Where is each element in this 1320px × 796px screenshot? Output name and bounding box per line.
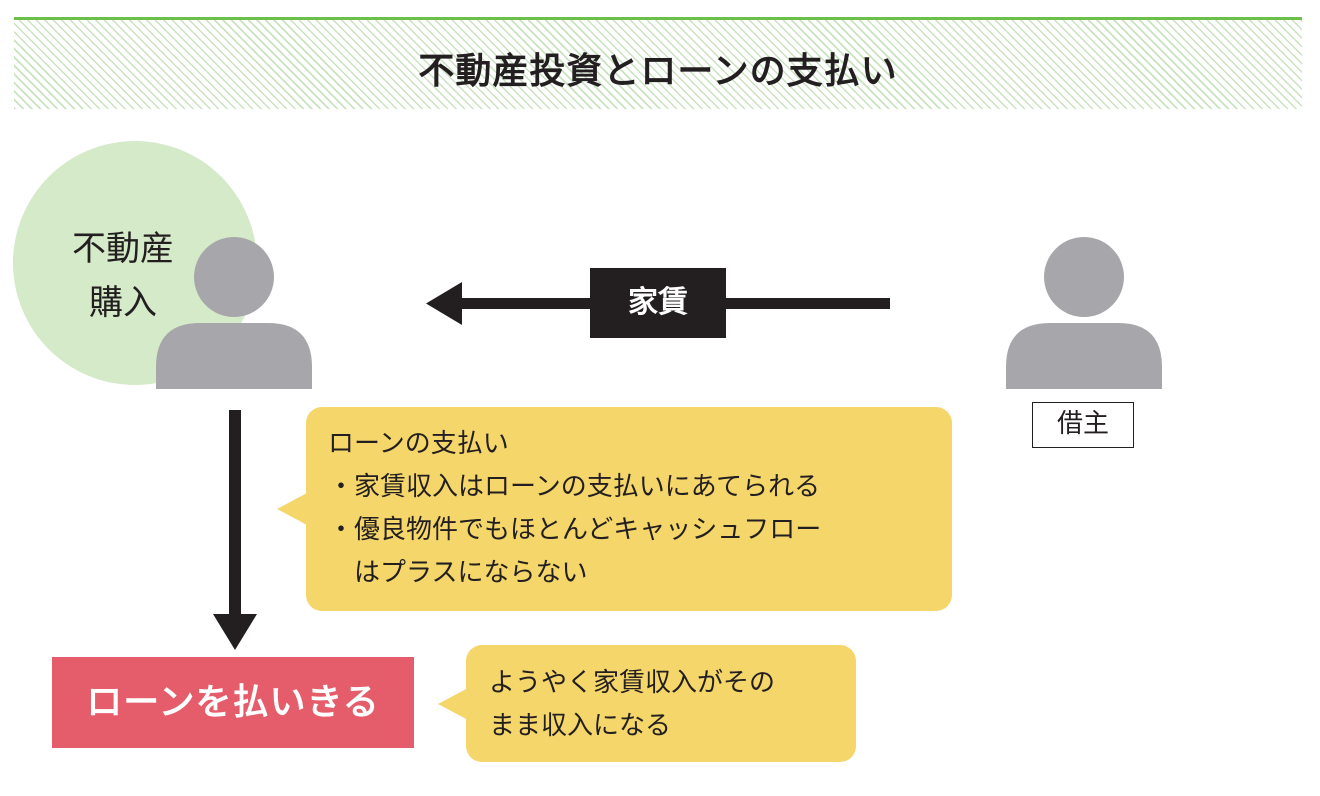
result-line-2: まま収入になる bbox=[489, 711, 672, 741]
tenant-person-icon bbox=[1006, 237, 1162, 389]
loan-payment-point-2-cont: はプラスにならない bbox=[328, 558, 588, 588]
property-purchase-line2: 購入 bbox=[89, 283, 157, 323]
loan-bubble-tail bbox=[277, 493, 307, 525]
loan-payment-point-2: ・優良物件でもほとんどキャッシュフロー bbox=[328, 515, 822, 545]
result-bubble-tail bbox=[438, 688, 468, 720]
loan-payment-bubble bbox=[306, 407, 952, 611]
loan-payment-point-1: ・家賃収入はローンの支払いにあてられる bbox=[328, 472, 821, 502]
loan-payment-text: ローンの支払い ・家賃収入はローンの支払いにあてられる ・優良物件でもほとんどキ… bbox=[328, 423, 821, 595]
property-purchase-line1: 不動産 bbox=[72, 229, 174, 269]
rent-label: 家賃 bbox=[590, 268, 726, 338]
tenant-label: 借主 bbox=[1032, 402, 1134, 448]
loan-payment-heading: ローンの支払い bbox=[328, 429, 509, 459]
property-purchase-label: 不動産 購入 bbox=[58, 222, 188, 330]
result-line-1: ようやく家賃収入がその bbox=[489, 668, 776, 698]
title-band: 不動産投資とローンの支払い bbox=[14, 17, 1302, 109]
result-text: ようやく家賃収入がその まま収入になる bbox=[489, 662, 775, 748]
result-bubble bbox=[466, 645, 856, 762]
investor-person-icon bbox=[156, 237, 312, 389]
payoff-arrow bbox=[213, 410, 257, 650]
loan-payoff-box: ローンを払いきる bbox=[52, 657, 414, 748]
diagram-title: 不動産投資とローンの支払い bbox=[418, 51, 898, 92]
